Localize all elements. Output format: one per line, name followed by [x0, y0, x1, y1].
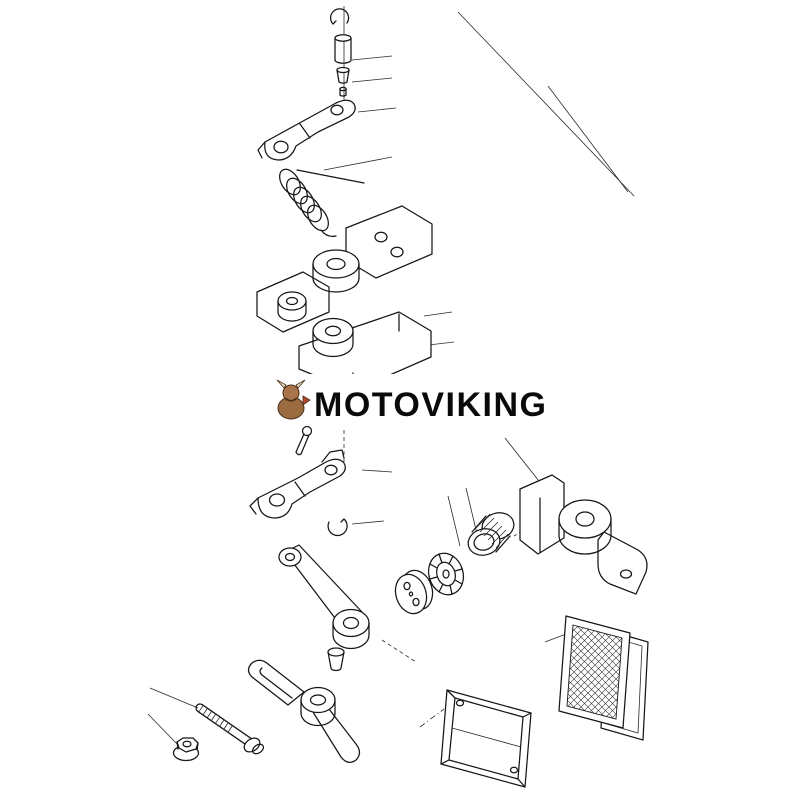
- hatched-pad: [558, 615, 631, 729]
- split-pin: [295, 425, 313, 456]
- toothed-disc: [427, 552, 465, 596]
- bolt: [195, 703, 265, 755]
- retaining-clip-top: [329, 8, 350, 25]
- watermark: MOTOVIKING: [256, 374, 558, 426]
- pivot-housing: [519, 474, 648, 595]
- bushing: [336, 66, 350, 97]
- upper-bracket: [257, 99, 356, 161]
- lever-arm: [278, 544, 370, 650]
- channel-bracket: [440, 689, 532, 788]
- flange-nut: [172, 737, 200, 762]
- retaining-clip-lower: [327, 518, 348, 537]
- governor-plate: [394, 569, 434, 615]
- main-mount-casting: [256, 205, 433, 392]
- lower-bracket: [249, 449, 346, 519]
- viking-mascot-icon: [276, 379, 311, 420]
- pivot-pin: [334, 34, 352, 64]
- torsion-spring: [279, 168, 365, 237]
- cone-spacer: [327, 647, 345, 672]
- control-lever: [247, 659, 361, 764]
- brand-watermark-text: MOTOVIKING: [314, 386, 548, 424]
- knurled-cup: [467, 512, 515, 556]
